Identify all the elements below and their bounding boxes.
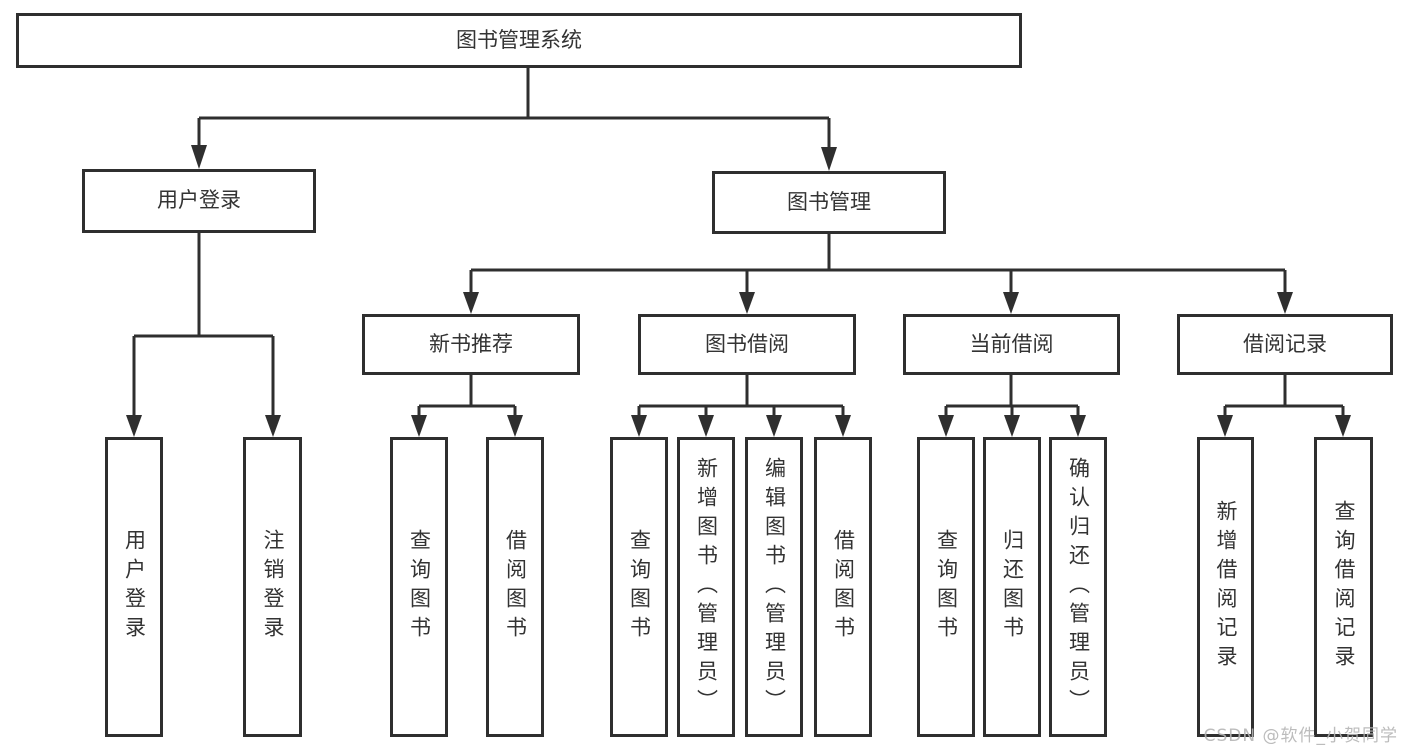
node-current-borrow-label: 当前借阅 xyxy=(969,331,1054,356)
node-new-book-recommend: 新书推荐 xyxy=(362,314,580,375)
node-borrow-record-label: 借阅记录 xyxy=(1243,331,1327,356)
leaf-user-logout-label: 注销登录 xyxy=(261,529,285,645)
node-borrow-record: 借阅记录 xyxy=(1177,314,1393,375)
leaf-current-confirm-admin-label: 确认归还（管理员） xyxy=(1066,456,1091,718)
leaf-borrow-edit-admin-label: 编辑图书（管理员） xyxy=(762,456,787,718)
leaf-current-query-label: 查询图书 xyxy=(934,529,959,645)
node-book-borrow-label: 图书借阅 xyxy=(705,331,789,356)
leaf-borrow-query-label: 查询图书 xyxy=(627,529,652,645)
leaf-borrow-borrow-label: 借阅图书 xyxy=(831,529,856,645)
node-user-login-group-label: 用户登录 xyxy=(157,188,241,213)
node-root-label: 图书管理系统 xyxy=(456,27,582,52)
node-book-borrow: 图书借阅 xyxy=(638,314,856,375)
leaf-record-add: 新增借阅记录 xyxy=(1197,437,1254,737)
leaf-user-login-label: 用户登录 xyxy=(122,529,147,645)
node-user-login-group: 用户登录 xyxy=(82,169,316,233)
leaf-user-logout: 注销登录 xyxy=(243,437,302,737)
csdn-watermark: CSDN @软件_小贺同学 xyxy=(1203,726,1398,746)
leaf-current-confirm-admin: 确认归还（管理员） xyxy=(1049,437,1107,737)
node-current-borrow: 当前借阅 xyxy=(903,314,1120,375)
leaf-newbook-query: 查询图书 xyxy=(390,437,448,737)
leaf-newbook-borrow: 借阅图书 xyxy=(486,437,544,737)
leaf-record-add-label: 新增借阅记录 xyxy=(1214,500,1238,674)
leaf-borrow-query: 查询图书 xyxy=(610,437,668,737)
leaf-current-query: 查询图书 xyxy=(917,437,975,737)
node-book-management-label: 图书管理 xyxy=(787,189,871,214)
leaf-record-query-label: 查询借阅记录 xyxy=(1332,500,1356,674)
leaf-user-login: 用户登录 xyxy=(105,437,163,737)
leaf-borrow-add-admin-label: 新增图书（管理员） xyxy=(694,456,719,718)
leaf-newbook-borrow-label: 借阅图书 xyxy=(503,529,528,645)
leaf-borrow-edit-admin: 编辑图书（管理员） xyxy=(745,437,803,737)
leaf-current-return-label: 归还图书 xyxy=(1000,529,1025,645)
node-new-book-recommend-label: 新书推荐 xyxy=(429,331,513,356)
leaf-borrow-add-admin: 新增图书（管理员） xyxy=(677,437,735,737)
node-book-management: 图书管理 xyxy=(712,171,946,234)
node-root: 图书管理系统 xyxy=(16,13,1022,68)
leaf-newbook-query-label: 查询图书 xyxy=(407,529,432,645)
leaf-record-query: 查询借阅记录 xyxy=(1314,437,1373,737)
leaf-current-return: 归还图书 xyxy=(983,437,1041,737)
leaf-borrow-borrow: 借阅图书 xyxy=(814,437,872,737)
